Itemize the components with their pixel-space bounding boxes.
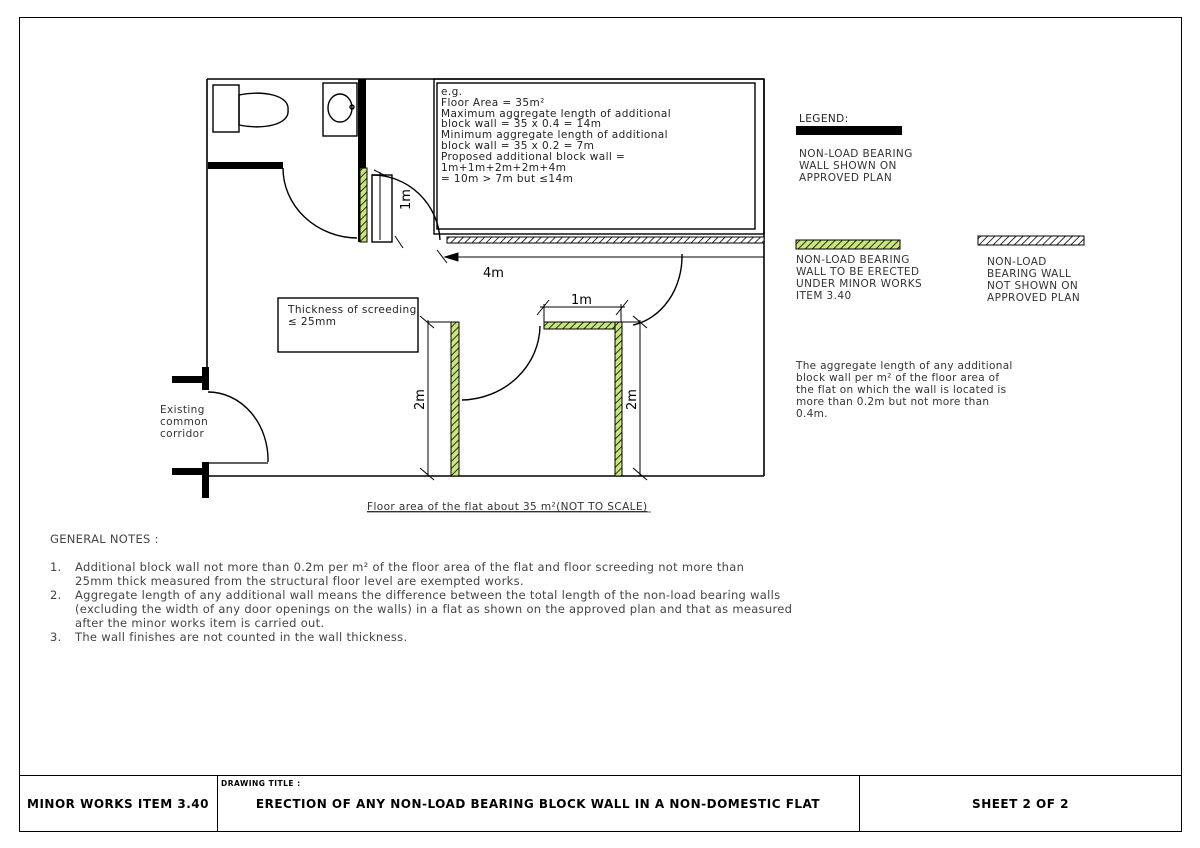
dimension-2m-right [622,315,648,481]
legend-line: NOT SHOWN ON [987,280,1078,292]
screeding-box [277,297,419,353]
note-item: 2. Aggregate length of any additional wa… [50,588,930,630]
legend-line: APPROVED PLAN [987,292,1080,304]
hatched-wall-4m [446,236,765,244]
new-wall-1m-top-left [359,167,368,243]
example-line: = 10m > 7m but ≤14m [441,173,573,185]
door-swing-4m [632,253,683,326]
drawing-sheet-border [19,17,1182,832]
aggregate-line: The aggregate length of any additional [795,360,1013,372]
note-line: Additional block wall not more than 0.2m… [75,560,745,574]
new-wall-2m-left [450,321,460,477]
dimension-1m-horizontal [536,299,629,322]
legend-line: NON-LOAD BEARING [799,148,913,160]
door-leaf-box [371,174,393,243]
toilet-partition-solid [208,162,283,169]
aggregate-note: The aggregate length of any additional b… [795,360,1016,420]
example-line: e.g. [441,86,462,98]
aggregate-line: 0.4m. [796,408,828,420]
dimension-1m-vertical [373,169,404,249]
dimension-2m-left [419,315,451,481]
dim-label-2m-left: 2m [413,389,428,410]
bath-door-swing [371,174,441,241]
dim-label-1m-horizontal: 1m [571,293,592,308]
corridor-line: common [160,416,208,428]
note-number: 1. [50,560,62,574]
note-number: 3. [50,630,62,644]
new-wall-1m-top [543,321,622,330]
example-line: Minimum aggregate length of additional [441,129,668,141]
aggregate-line: the flat on which the wall is located is [796,384,1006,396]
corridor-wall-stubs [172,367,209,498]
legend-text-hatched: NON-LOAD BEARING WALL NOT SHOWN ON APPRO… [987,256,1082,304]
aggregate-line: block wall per m² of the floor area of [796,372,999,384]
note-line: Aggregate length of any additional wall … [75,588,781,602]
screeding-line: Thickness of screeding [287,304,417,316]
room-door-swing [461,325,541,401]
new-wall-2m-right [614,321,623,477]
note-item: 3. The wall finishes are not counted in … [50,630,930,644]
legend-line: UNDER MINOR WORKS [796,278,922,290]
legend-line: WALL SHOWN ON [799,160,897,172]
dimension-4m [436,249,764,264]
toilet-door-swing [282,167,358,239]
example-line: Proposed additional block wall = [441,151,625,163]
minor-works-item: MINOR WORKS ITEM 3.40 [19,776,218,832]
legend-line: NON-LOAD [987,256,1047,268]
legend-swatch-solid [796,126,902,135]
legend-swatch-hatched [977,235,1085,246]
toilet-wall-solid [358,79,366,242]
note-number: 2. [50,588,62,602]
toilet-fixtures [212,82,358,137]
note-line: after the minor works item is carried ou… [75,616,325,630]
screeding-text: Thickness of screeding ≤ 25mm [287,304,420,328]
drawing-title: ERECTION OF ANY NON-LOAD BEARING BLOCK W… [255,797,821,811]
corridor-line: Existing [160,404,205,416]
dim-label-2m-right: 2m [625,389,640,410]
legend-swatch-green [795,239,901,250]
legend-line: NON-LOAD BEARING [796,254,910,266]
screeding-line: ≤ 25mm [288,316,336,328]
legend-line: APPROVED PLAN [799,172,892,184]
legend-text-green: NON-LOAD BEARING WALL TO BE ERECTED UNDE… [796,254,926,302]
legend-line: WALL TO BE ERECTED [796,266,919,278]
example-box-text: e.g. Floor Area = 35m² Maximum aggregate… [441,86,675,185]
example-line: block wall = 35 x 0.4 = 14m [441,118,601,130]
corridor-label: Existing common corridor [160,404,212,440]
example-line: Maximum aggregate length of additional [441,108,671,120]
floor-area-caption: Floor area of the flat about 35 m²(NOT T… [367,501,647,513]
dim-label-1m-vertical: 1m [399,189,414,210]
note-line: 25mm thick measured from the structural … [75,574,524,588]
example-line: Floor Area = 35m² [441,97,545,109]
general-notes: GENERAL NOTES : 1. Additional block wall… [50,532,930,644]
legend-text-solid: NON-LOAD BEARING WALL SHOWN ON APPROVED … [799,148,916,184]
aggregate-line: more than 0.2m but not more than [796,396,989,408]
general-notes-title: GENERAL NOTES : [50,532,159,546]
example-line: block wall = 35 x 0.2 = 7m [441,140,594,152]
note-line: (excluding the width of any door opening… [75,602,793,616]
title-block: MINOR WORKS ITEM 3.40 DRAWING TITLE : ER… [19,775,1182,832]
sheet-number: SHEET 2 OF 2 [972,797,1069,811]
note-item: 1. Additional block wall not more than 0… [50,560,930,588]
example-line: 1m+1m+2m+2m+4m [441,162,566,174]
legend-title: LEGEND: [799,113,849,125]
note-line: The wall finishes are not counted in the… [75,630,408,644]
legend-line: ITEM 3.40 [796,290,852,302]
drawing-title-label: DRAWING TITLE : [221,779,301,788]
corridor-door-swing [207,391,269,463]
dim-label-4m: 4m [483,266,504,281]
drawing-title-cell: DRAWING TITLE : ERECTION OF ANY NON-LOAD… [217,776,860,832]
example-box-outer [433,78,765,235]
corridor-line: corridor [160,428,204,440]
example-box-inner [436,82,756,230]
legend-line: BEARING WALL [987,268,1071,280]
